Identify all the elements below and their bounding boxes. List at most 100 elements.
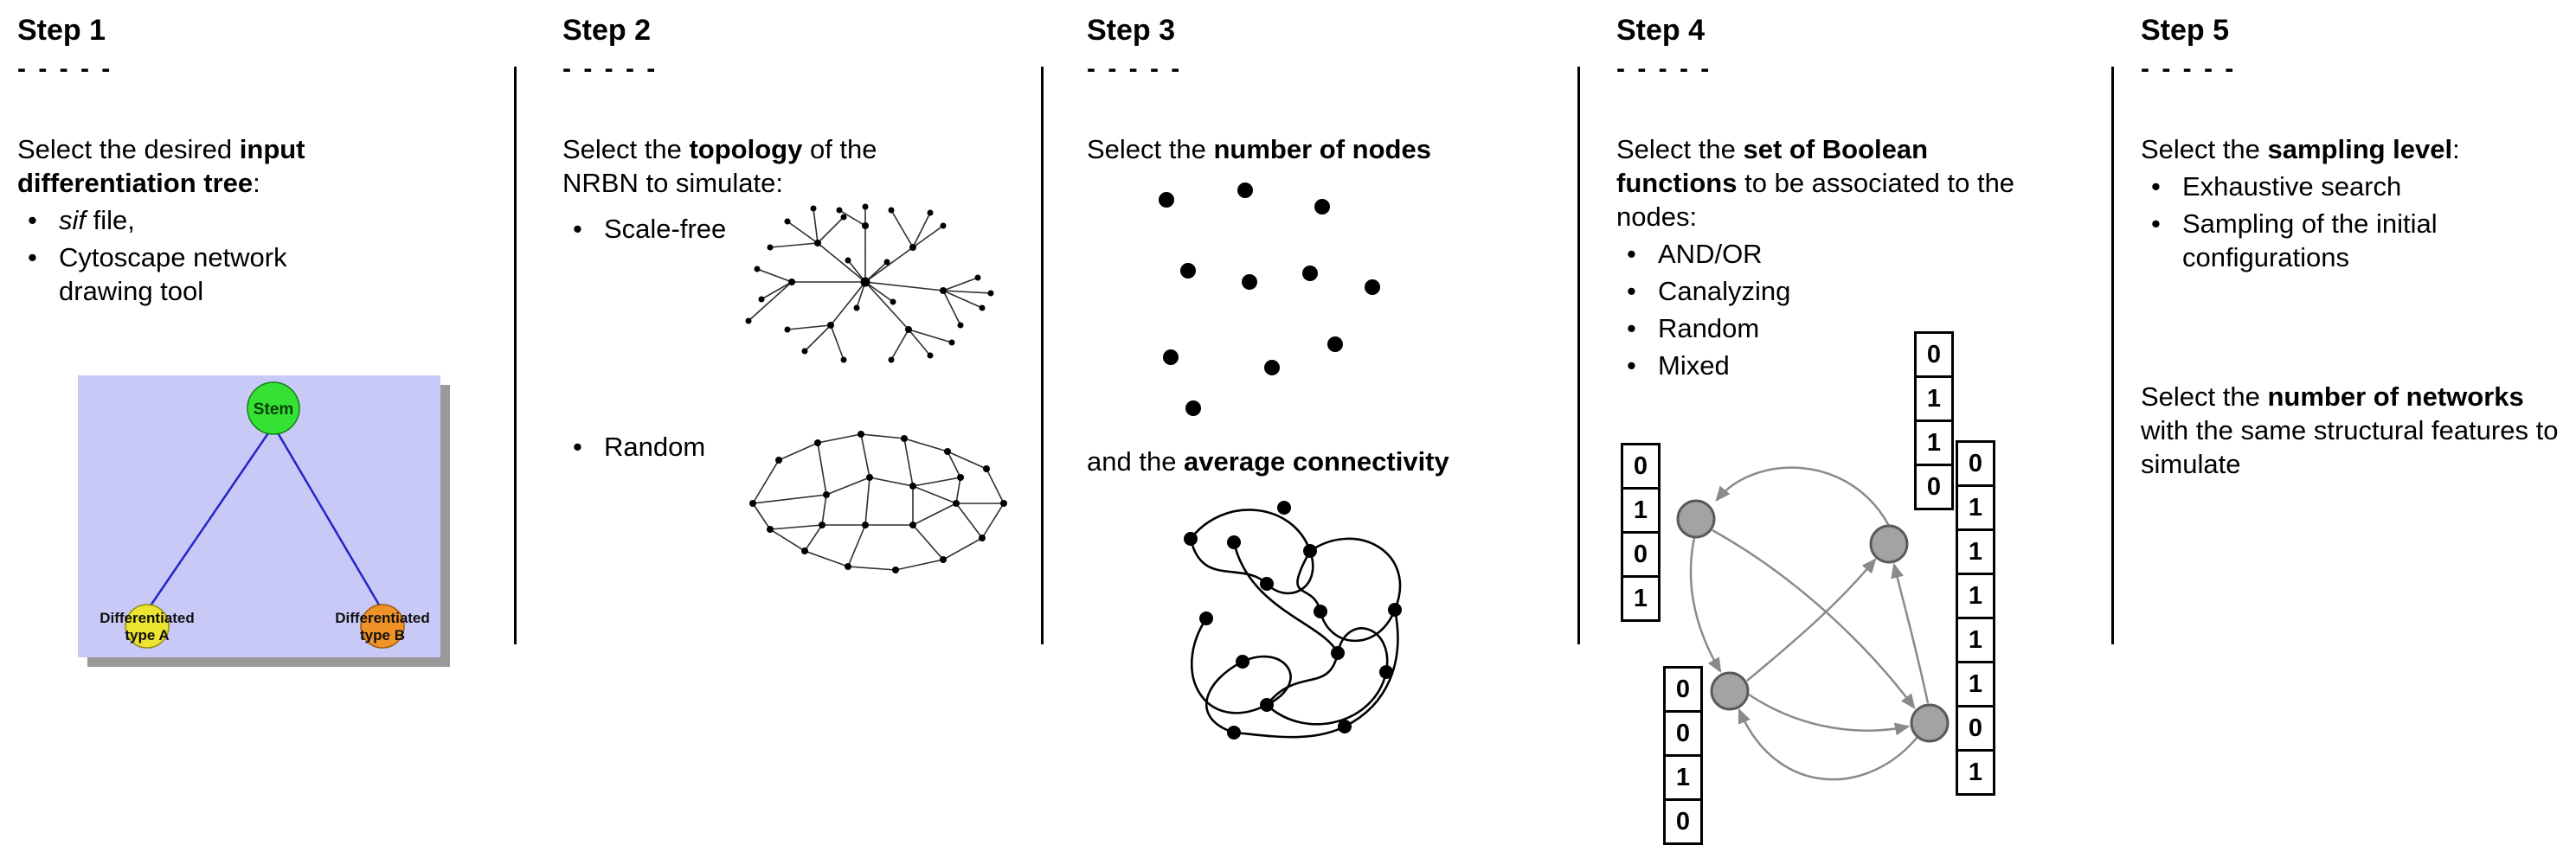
truth-table-cell: 1 [1956, 749, 1995, 796]
truth-table-cell: 0 [1663, 710, 1703, 757]
step3-line1-pre: Select the [1087, 134, 1214, 164]
step5-bullet-exhaustive: • Exhaustive search [2141, 170, 2573, 203]
truth-table-cell: 0 [1621, 443, 1661, 490]
step1-intro: Select the desired input differentiation… [17, 132, 389, 200]
truth-table-cell: 1 [1621, 575, 1661, 622]
step1-intro-bold: input differentiation tree [17, 134, 305, 199]
step4-bullet4-text: Mixed [1658, 350, 1730, 381]
truth-table-cell: 1 [1663, 754, 1703, 801]
boolean-node-1 [1676, 499, 1716, 539]
type-a-label-line2: type A [125, 627, 169, 644]
bullet-icon: • [1627, 239, 1636, 270]
step5-intro: Select the sampling level: [2141, 132, 2573, 166]
bullet-icon: • [2151, 171, 2161, 202]
truth-table-cell: 1 [1956, 573, 1995, 619]
step3-line2-bold: average connectivity [1184, 446, 1449, 477]
step4-bullet-andor: • AND/OR [1616, 237, 2101, 271]
column-separator [2111, 67, 2114, 644]
step4-bullet-mixed: • Mixed [1616, 349, 2101, 382]
bullet-icon: • [28, 242, 37, 273]
truth-table-cell: 1 [1914, 375, 1954, 422]
connectivity-tangle-graphic [1184, 501, 1402, 740]
random-network-nodes [749, 431, 1007, 574]
step4-bullet3-text: Random [1658, 313, 1760, 344]
stem-label: Stem [254, 400, 293, 419]
step2-intro-post: of the NRBN to simulate: [562, 134, 877, 199]
column-separator [514, 67, 517, 644]
tree-edge-b [272, 425, 384, 611]
step2-bullet-random: • Random [562, 430, 736, 464]
bullet-icon: • [1627, 350, 1636, 381]
step5-intro-pre: Select the [2141, 134, 2268, 164]
bullet-icon: • [1627, 313, 1636, 344]
boolean-network-nodes [1676, 499, 1950, 743]
step3-line2-pre: and the [1087, 446, 1185, 477]
type-b-node [360, 604, 405, 649]
step3-line1: Select the number of nodes [1087, 132, 1570, 166]
type-b-label-line2: type B [360, 627, 405, 644]
step4-bullet1-text: AND/OR [1658, 239, 1763, 270]
step3-column: Step 3 - - - - - Select the number of no… [1087, 14, 1570, 757]
scale-free-edges [748, 207, 992, 361]
step5-dashes: - - - - - [2141, 54, 2237, 83]
step4-intro-bold: set of Boolean functions [1616, 134, 1929, 199]
step5-bullet1-text: Exhaustive search [2182, 171, 2402, 202]
step2-intro-pre: Select the [562, 134, 690, 164]
column-separator [1577, 67, 1580, 644]
step1-column: Step 1 - - - - - Select the desired inpu… [17, 14, 506, 677]
node-dots [1159, 182, 1380, 417]
step1-intro-pre: Select the desired [17, 134, 240, 164]
step1-bullet-sif-file: • sif file, [17, 203, 506, 237]
truth-table-right: 0 1 1 1 1 1 0 1 [1956, 440, 1995, 796]
scale-free-network-graphic [745, 203, 994, 363]
type-a-node [125, 604, 170, 649]
truth-table-cell: 1 [1956, 661, 1995, 708]
step4-intro-post: to be associated to the nodes: [1616, 168, 2015, 233]
truth-table-top: 0 1 1 0 [1914, 331, 1954, 510]
step3-title: Step 3 [1087, 14, 1176, 47]
truth-table-cell: 0 [1621, 531, 1661, 578]
step4-column: Step 4 - - - - - Select the set of Boole… [1616, 14, 2101, 845]
step1-bullet2-text: Cytoscape network drawing tool [59, 242, 287, 307]
step3-line1-bold: number of nodes [1213, 134, 1431, 164]
step5-para2-pre: Select the [2141, 381, 2268, 413]
truth-table-cell: 0 [1956, 440, 1995, 487]
boolean-network-arrows [1689, 466, 1930, 781]
step1-bullet1-rest: file, [86, 205, 135, 236]
bullet-icon: • [2151, 208, 2161, 240]
step5-bullet-sampling: • Sampling of the initial configurations [2141, 207, 2573, 274]
tree-edge-a [145, 425, 275, 611]
scale-free-nodes [745, 203, 994, 363]
boolean-node-4 [1910, 703, 1950, 743]
column-separator [1041, 67, 1044, 644]
step4-intro: Select the set of Boolean functions to b… [1616, 132, 2016, 234]
boolean-network-graphic [1676, 466, 1950, 781]
step5-para2-bold: number of networks [2267, 381, 2524, 413]
truth-table-cell: 1 [1621, 487, 1661, 534]
step1-bullet-cytoscape: • Cytoscape network drawing tool [17, 240, 506, 308]
bullet-icon: • [28, 205, 37, 236]
truth-table-cell: 1 [1956, 484, 1995, 531]
step2-bullet1-text: Scale-free [604, 214, 727, 245]
truth-table-cell: 0 [1914, 464, 1954, 510]
random-network-graphic [749, 431, 1007, 574]
type-b-label-line1: Differentiated [335, 610, 430, 626]
step2-bullet-scale-free: • Scale-free [562, 212, 736, 246]
bullet-icon: • [573, 214, 582, 245]
step2-column: Step 2 - - - - - Select the topology of … [562, 14, 1037, 586]
step5-para2-post: with the same structural features to sim… [2141, 415, 2559, 480]
bullet-icon: • [1627, 276, 1636, 307]
truth-table-cell: 0 [1663, 798, 1703, 845]
step1-title: Step 1 [17, 14, 106, 47]
boolean-node-2 [1869, 524, 1909, 564]
truth-table-cell: 0 [1663, 666, 1703, 713]
step4-bullet-canalyzing: • Canalyzing [1616, 274, 2101, 308]
truth-table-cell: 1 [1956, 528, 1995, 575]
step1-bullet1-italic: sif [59, 205, 86, 236]
step2-dashes: - - - - - [562, 54, 658, 83]
tangle-nodes [1184, 501, 1402, 740]
step1-dashes: - - - - - [17, 54, 113, 83]
step4-title: Step 4 [1616, 14, 1706, 47]
truth-table-left: 0 1 0 1 [1621, 443, 1661, 622]
truth-table-bottom: 0 0 1 0 [1663, 666, 1703, 845]
